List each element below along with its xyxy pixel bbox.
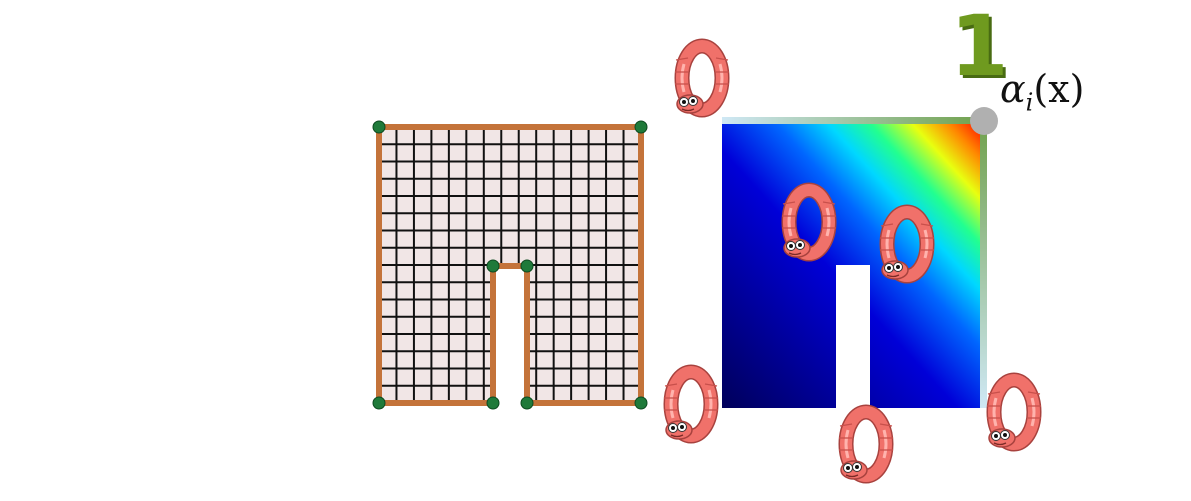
ring-worm-icon bbox=[675, 46, 729, 113]
mesh-node bbox=[486, 396, 500, 410]
basis-function-panel bbox=[722, 107, 998, 410]
top-edge-highlight bbox=[722, 117, 986, 124]
alpha-subscript: i bbox=[1025, 88, 1034, 117]
marker-one-label: 1 bbox=[950, 0, 1009, 95]
mesh-node bbox=[634, 396, 648, 410]
alpha-argument: (x) bbox=[1033, 67, 1085, 111]
mesh-corner-nodes bbox=[372, 120, 648, 410]
mesh-node bbox=[520, 259, 534, 273]
alpha-symbol: α bbox=[1000, 67, 1026, 111]
mesh-node bbox=[372, 396, 386, 410]
active-vertex-node bbox=[970, 107, 998, 135]
mesh-node bbox=[486, 259, 500, 273]
ring-worm-icon bbox=[664, 372, 718, 439]
mesh-node bbox=[520, 396, 534, 410]
basis-function-label: αi(x) bbox=[1000, 70, 1084, 115]
mesh-node bbox=[372, 120, 386, 134]
ring-worm-icon bbox=[987, 380, 1041, 447]
mesh-panel bbox=[372, 120, 648, 410]
ring-worm-icon bbox=[839, 412, 893, 479]
mesh-grid-lines bbox=[379, 127, 641, 403]
mesh-node bbox=[634, 120, 648, 134]
heatmap-slit bbox=[836, 265, 870, 410]
right-edge-highlight bbox=[980, 117, 987, 408]
